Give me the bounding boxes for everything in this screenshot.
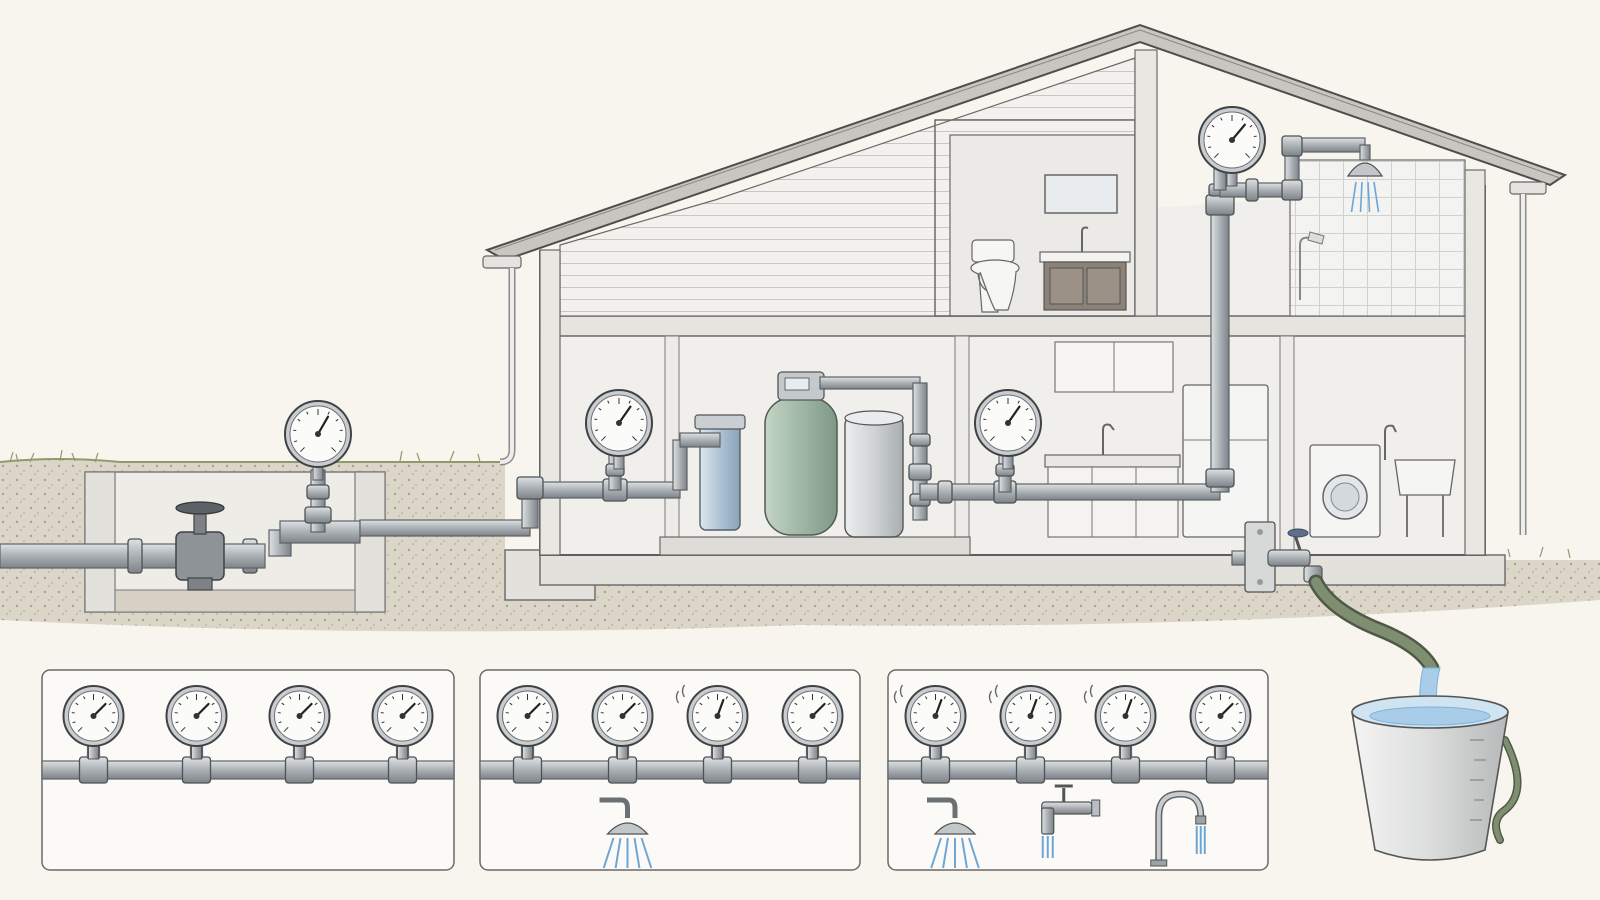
pressure-gauge-icon	[1189, 685, 1252, 760]
pressure-gauge-icon	[893, 684, 967, 760]
hose-bib	[1244, 521, 1323, 593]
pressure-gauge-icon	[268, 685, 331, 760]
house	[482, 23, 1568, 601]
mirror-icon	[1044, 174, 1118, 214]
pressure-gauge-icon	[165, 685, 228, 760]
gutter-left	[482, 255, 522, 269]
hose-icon	[1308, 574, 1522, 844]
pressure-gauge-icon	[496, 685, 559, 760]
wall-shower-head-icon	[1299, 231, 1325, 300]
vanity-sink-icon	[1039, 226, 1131, 311]
softener-tank	[764, 371, 838, 536]
utility-sink-icon	[1384, 424, 1456, 537]
washing-machine-icon	[1309, 444, 1381, 538]
pressure-gauge-icon	[591, 685, 654, 760]
pressure-gauge-icon	[284, 400, 352, 481]
vibration-marks	[1083, 684, 1094, 704]
gutter-right	[1509, 181, 1547, 195]
vibration-marks	[893, 684, 904, 704]
shutoff-valve	[175, 501, 225, 591]
panel-three-fixtures	[887, 669, 1269, 871]
bucket-icon	[1351, 695, 1509, 861]
shower-head-icon	[1346, 162, 1384, 213]
faucet-icon	[1150, 790, 1207, 867]
vibration-marks	[988, 684, 999, 704]
pressure-gauge-icon	[675, 684, 749, 760]
shower-head-icon	[927, 797, 980, 869]
floor-slab	[539, 315, 1486, 337]
shower-head-icon	[599, 797, 653, 869]
pressure-gauge-icon	[62, 685, 125, 760]
brine-tank	[844, 410, 904, 538]
pressure-gauge-icon	[988, 684, 1062, 760]
kitchen-cabinets-icon	[1044, 341, 1181, 538]
water-stream	[1195, 826, 1206, 854]
pressure-gauge-icon	[1198, 106, 1266, 187]
toilet-icon	[970, 239, 1020, 313]
pressure-gauge-icon	[974, 389, 1042, 470]
panel-one-fixture	[479, 669, 861, 871]
water-spray	[930, 837, 980, 869]
pressure-gauge-icon	[585, 389, 653, 470]
water-spray	[602, 837, 653, 869]
sediment-filter	[694, 414, 746, 531]
pressure-gauge-icon	[1083, 684, 1157, 760]
equipment-platform	[659, 536, 971, 556]
pressure-gauge-icon	[371, 685, 434, 760]
pressure-gauge-icon	[781, 685, 844, 760]
tap-icon	[1041, 784, 1101, 858]
water-spray	[1350, 181, 1380, 213]
vibration-marks	[675, 684, 686, 704]
main-water-line	[0, 106, 1384, 591]
foundation-slab	[539, 554, 1506, 586]
panel-static	[41, 669, 455, 871]
water-stream	[1041, 836, 1054, 858]
